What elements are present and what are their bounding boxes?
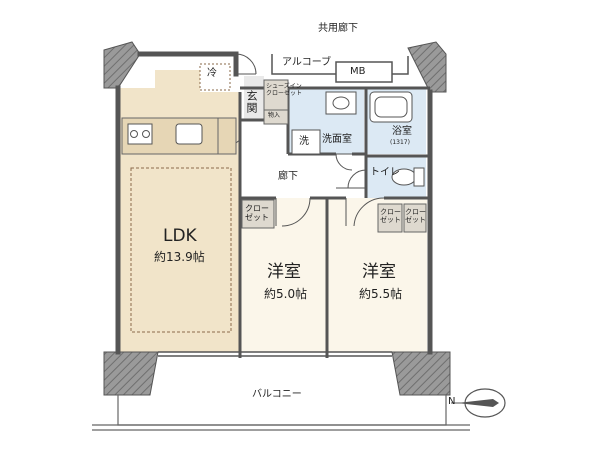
ldk-floor: [118, 70, 240, 352]
closet-2-box: [377, 203, 403, 233]
mb-label: MB: [350, 66, 366, 77]
closet-3-box: [403, 203, 427, 233]
compass-icon: [451, 388, 506, 418]
bath-label: 浴室: [392, 126, 412, 137]
shared-corridor-label: 共用廊下: [318, 23, 358, 34]
pillar-bottom-right: [391, 351, 451, 396]
washer-box: [291, 129, 321, 155]
kitchen-counter: [121, 117, 237, 155]
stove-icon: [127, 123, 153, 145]
bathtub-icon: [369, 91, 413, 123]
bath-size-label: (1317): [390, 139, 410, 146]
washroom-label: 洗面室: [322, 134, 352, 145]
shoe-closet-label: シューズイン クローゼット: [266, 83, 303, 97]
washer-label: 洗: [299, 136, 309, 147]
balcony: [92, 395, 470, 431]
closet-3-label: クロー ゼット: [405, 208, 426, 225]
walls: [103, 41, 451, 396]
outer-walls: [115, 51, 433, 355]
western-room-2-name: 洋室: [362, 262, 396, 282]
hallway-label: 廊下: [278, 171, 298, 182]
western-room-2-size: 約5.5帖: [359, 287, 403, 301]
storage-box: [263, 109, 289, 125]
toilet-label: トイレ: [370, 167, 400, 178]
alcove-block: [271, 54, 409, 83]
western-room-1-name: 洋室: [267, 262, 301, 282]
pillar-bottom-left: [103, 351, 159, 396]
ldk-size: 約13.9帖: [154, 250, 205, 264]
ldk-inner-area: [130, 167, 232, 333]
toilet-icon: [391, 167, 425, 187]
fridge-label: 冷: [207, 68, 217, 79]
pillar-top-left: [103, 41, 141, 89]
closet-1-box: [241, 199, 275, 229]
western-room-1-size: 約5.0帖: [264, 287, 308, 301]
washbasin-icon: [325, 91, 357, 115]
fridge-space: [199, 63, 231, 91]
window-line: [158, 350, 392, 358]
alcove-label: アルコーブ: [282, 57, 332, 68]
closet-1-label: クロー ゼット: [245, 204, 269, 223]
compass-north-label: N: [448, 396, 456, 407]
sink-icon: [175, 123, 203, 145]
storage-label: 物入: [268, 112, 281, 119]
closet-2-label: クロー ゼット: [380, 208, 401, 225]
balcony-label: バルコニー: [252, 389, 302, 400]
ldk-name: LDK: [163, 226, 197, 246]
entrance-label: 玄関: [245, 90, 258, 114]
pillar-top-right: [407, 41, 447, 93]
